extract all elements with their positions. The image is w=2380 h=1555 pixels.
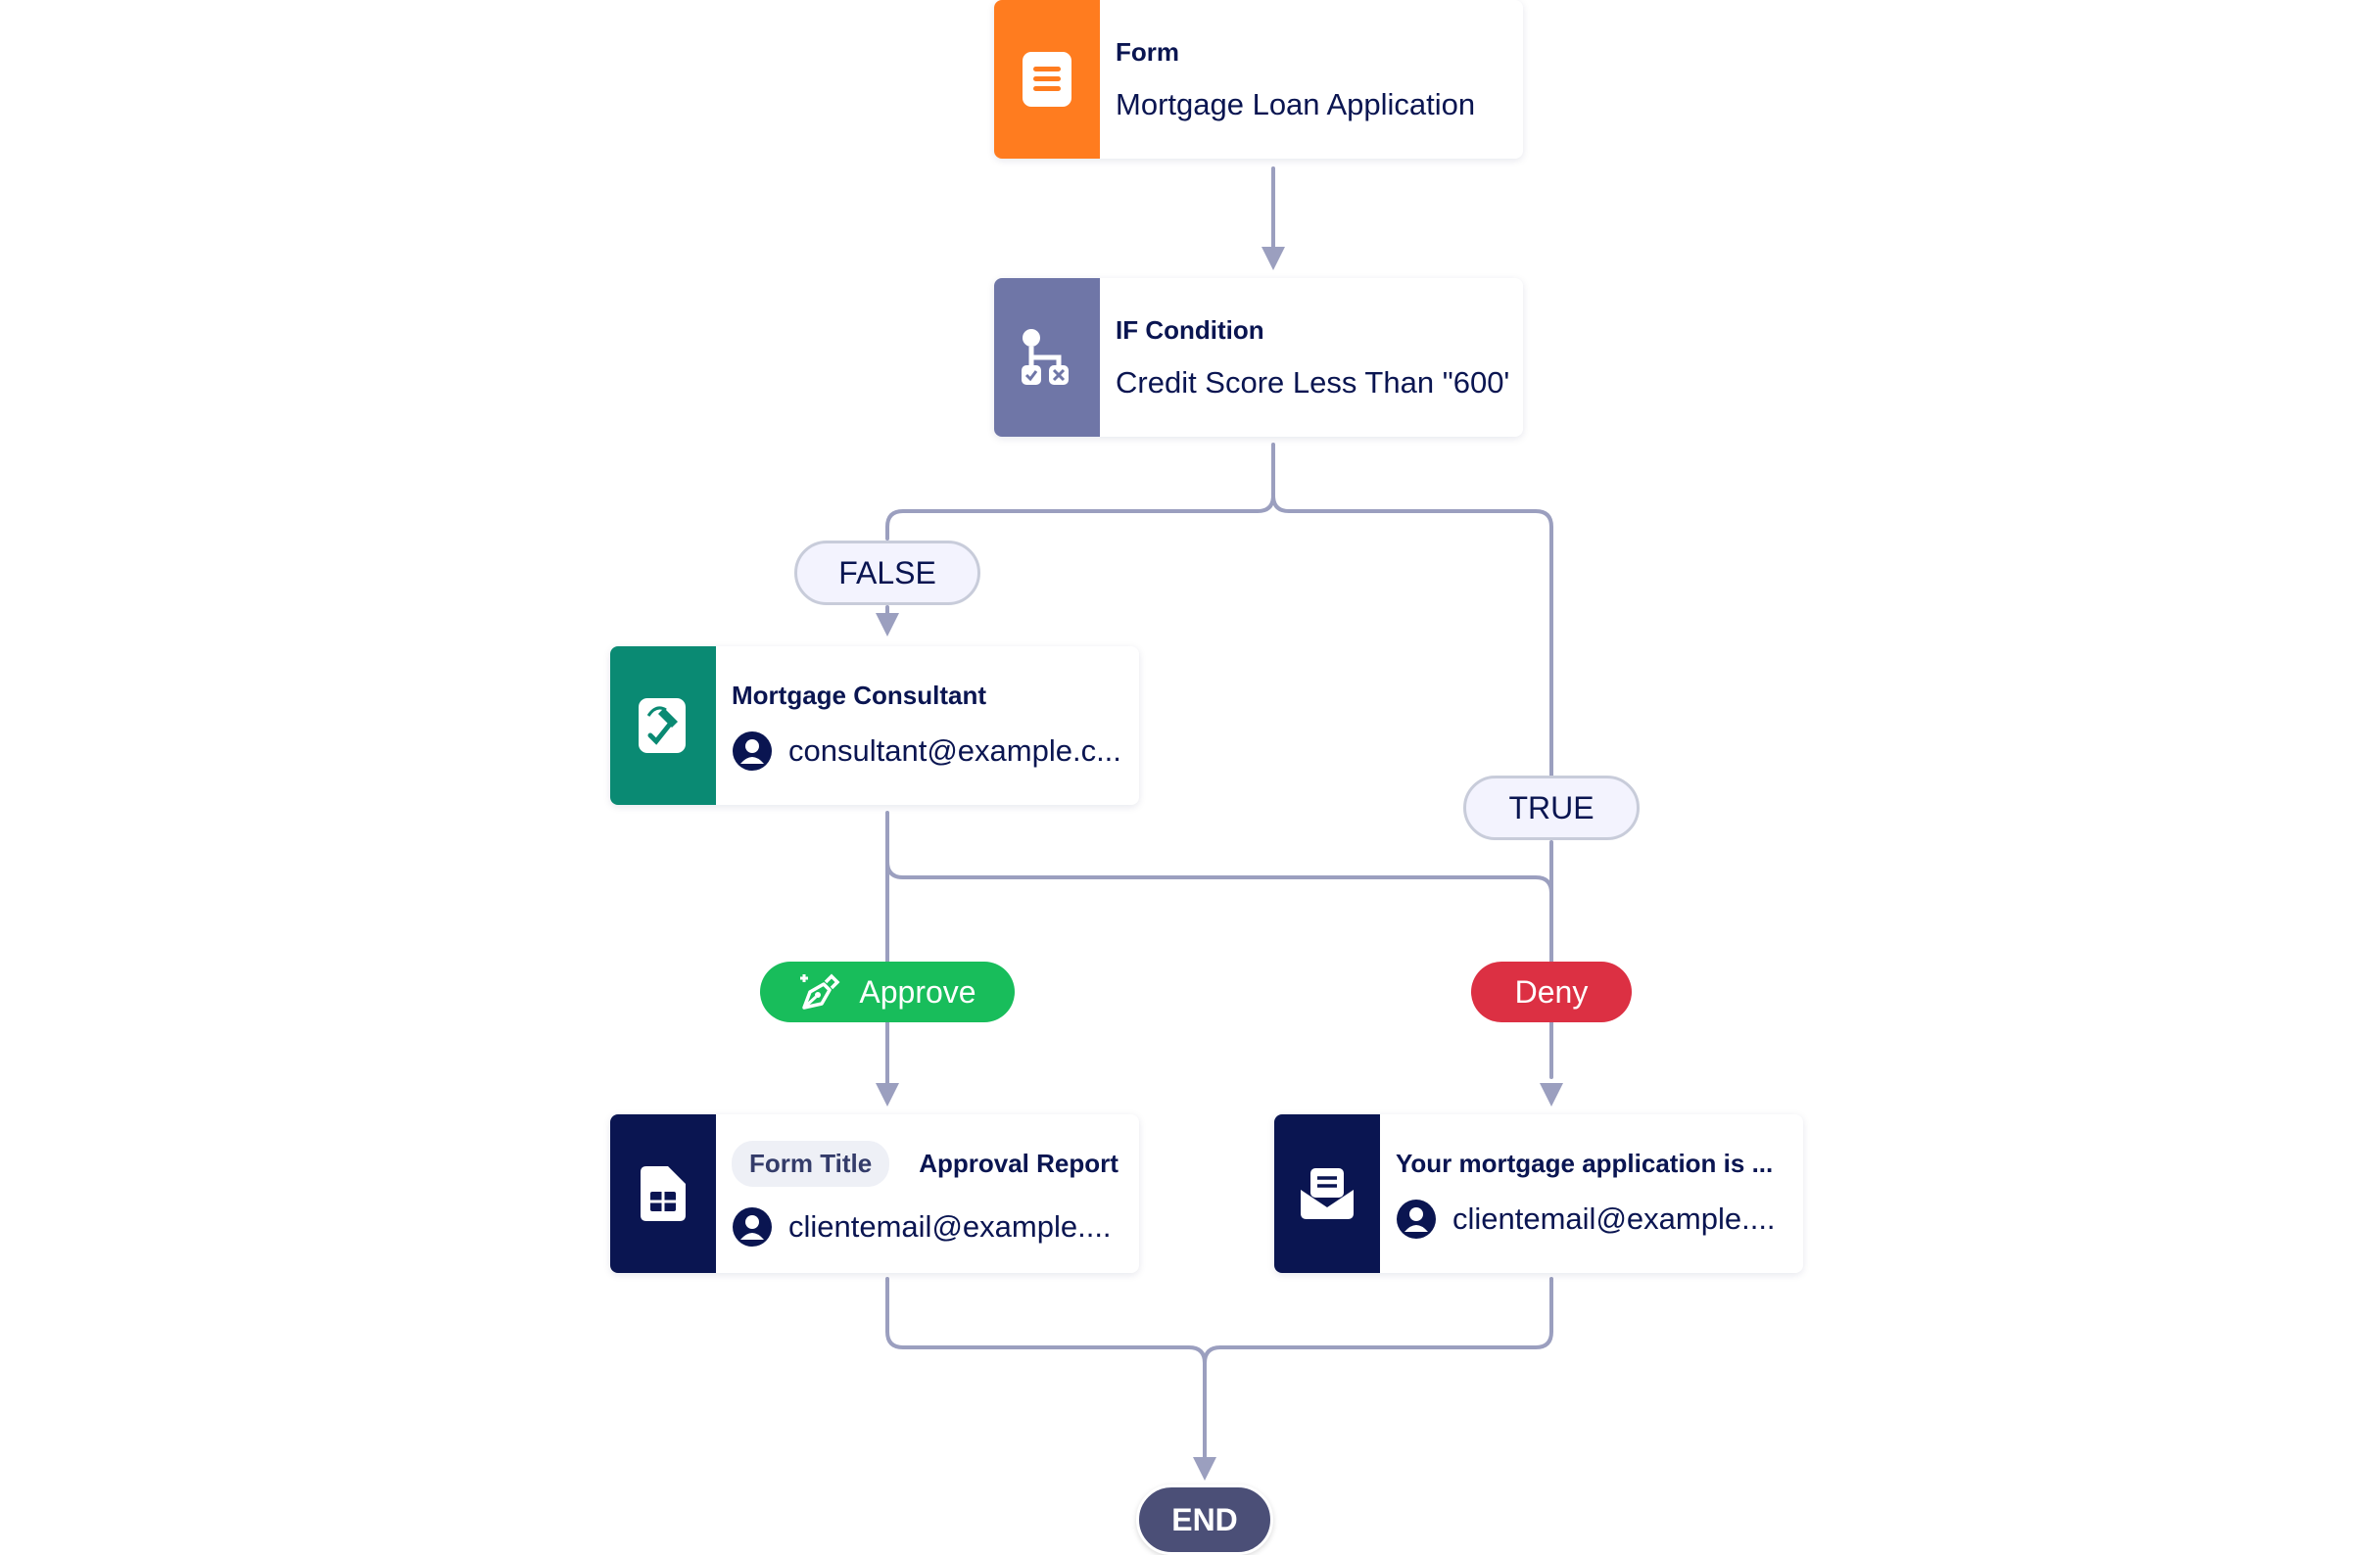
true-branch-label[interactable]: TRUE	[1463, 776, 1640, 840]
report-node-icon-box	[610, 1114, 716, 1273]
arrowhead-condition	[1261, 247, 1285, 270]
document-table-icon	[641, 1166, 686, 1221]
arrowhead-email	[1540, 1083, 1563, 1107]
email-node-title: Your mortgage application is ...	[1396, 1148, 1774, 1178]
report-node-title: Approval Report	[919, 1148, 1119, 1178]
person-icon	[1397, 1199, 1436, 1239]
condition-node-subtitle: Credit Score Less Than "600'	[1116, 364, 1510, 400]
form-node-subtitle: Mortgage Loan Application	[1116, 86, 1476, 121]
condition-node-icon-box	[994, 278, 1100, 437]
consultant-email: consultant@example.c...	[788, 732, 1121, 768]
email-recipient-address: clientemail@example....	[1452, 1201, 1776, 1236]
true-branch-text: TRUE	[1508, 789, 1595, 825]
deny-outcome-label[interactable]: Deny	[1471, 962, 1632, 1022]
consultant-node-body: Mortgage Consultant consultant@example.c…	[716, 646, 1139, 805]
connector-condition-split	[885, 443, 1275, 541]
report-node-header: Form Title Approval Report	[732, 1140, 1123, 1187]
false-branch-text: FALSE	[838, 554, 936, 590]
consultant-node-icon-box	[610, 646, 716, 805]
report-recipient: clientemail@example....	[732, 1206, 1123, 1248]
consultant-node-title: Mortgage Consultant	[732, 680, 986, 710]
form-node[interactable]: Form Mortgage Loan Application	[994, 0, 1523, 159]
form-title-chip: Form Title	[732, 1140, 890, 1187]
condition-branch-icon	[1022, 329, 1069, 385]
connector-condition-to-true	[1271, 494, 1553, 778]
approve-outcome-text: Approve	[859, 973, 976, 1010]
end-node-text: END	[1171, 1501, 1238, 1537]
email-recipient: clientemail@example....	[1396, 1199, 1787, 1240]
arrowhead-consultant	[876, 613, 899, 636]
email-node-icon-box	[1274, 1114, 1380, 1273]
approval-sign-icon	[639, 698, 686, 753]
consultant-node[interactable]: Mortgage Consultant consultant@example.c…	[610, 646, 1139, 805]
email-notification-node[interactable]: Your mortgage application is ... cliente…	[1274, 1114, 1803, 1273]
deny-outcome-text: Deny	[1514, 973, 1589, 1010]
form-node-icon-box	[994, 0, 1100, 159]
arrowhead-end	[1193, 1457, 1216, 1481]
email-node-body: Your mortgage application is ... cliente…	[1380, 1114, 1803, 1273]
person-icon	[733, 1206, 772, 1247]
form-icon	[1023, 52, 1071, 107]
condition-node-title: IF Condition	[1116, 314, 1264, 345]
connector-consultant-to-deny	[885, 860, 1553, 895]
form-node-title: Form	[1116, 36, 1179, 67]
false-branch-label[interactable]: FALSE	[794, 541, 980, 605]
consultant-assignee: consultant@example.c...	[732, 730, 1123, 772]
approve-pen-icon	[800, 973, 840, 1010]
form-node-body: Form Mortgage Loan Application	[1100, 0, 1523, 159]
connector-email-to-end	[1203, 1277, 1553, 1365]
arrowhead-report	[876, 1083, 899, 1107]
condition-node-body: IF Condition Credit Score Less Than "600…	[1100, 278, 1523, 437]
approve-outcome-label[interactable]: Approve	[760, 962, 1015, 1022]
report-email: clientemail@example....	[788, 1208, 1112, 1244]
person-icon	[733, 730, 772, 771]
report-node-body: Form Title Approval Report clientemail@e…	[716, 1114, 1139, 1273]
connector-report-to-end	[885, 1277, 1207, 1463]
condition-node[interactable]: IF Condition Credit Score Less Than "600…	[994, 278, 1523, 437]
approval-report-node[interactable]: Form Title Approval Report clientemail@e…	[610, 1114, 1139, 1273]
end-node[interactable]: END	[1136, 1484, 1273, 1555]
email-envelope-icon	[1301, 1168, 1354, 1219]
